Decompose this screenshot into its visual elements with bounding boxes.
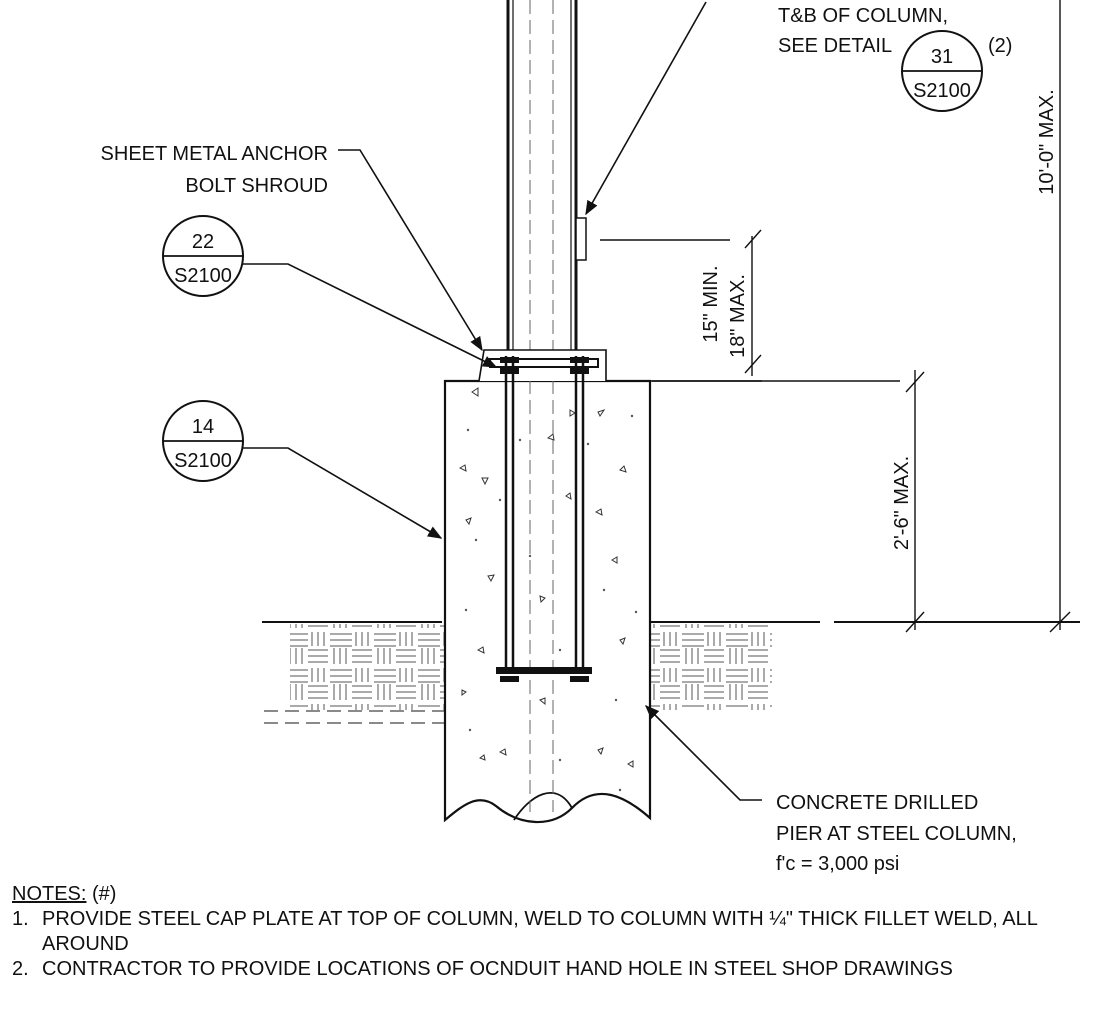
pier-label-line1: CONCRETE DRILLED bbox=[776, 792, 978, 814]
notes-ref-marker: (#) bbox=[86, 883, 117, 905]
pier-label-line2: PIER AT STEEL COLUMN, bbox=[776, 823, 1017, 845]
notes-title: NOTES: bbox=[12, 883, 87, 905]
tb-column-label-line1: T&B OF COLUMN, bbox=[778, 5, 948, 27]
steel-column bbox=[506, 0, 587, 812]
note-text: CONTRACTOR TO PROVIDE LOCATIONS OF OCNDU… bbox=[42, 958, 953, 980]
dim-10ft-max: 10'-0" MAX. bbox=[1036, 89, 1058, 194]
bubble-22-sheet: S2100 bbox=[174, 265, 232, 287]
note-item: 1. PROVIDE STEEL CAP PLATE AT TOP OF COL… bbox=[12, 907, 1102, 957]
detail-bubble-22[interactable]: 22 S2100 bbox=[162, 215, 244, 297]
bubble-14-sheet: S2100 bbox=[174, 450, 232, 472]
note-number: 2. bbox=[12, 958, 29, 980]
notes-header: NOTES: (#) bbox=[12, 882, 1102, 907]
dim-18in-max: 18" MAX. bbox=[727, 274, 749, 358]
dimension-lines bbox=[600, 0, 1071, 633]
leader-lines bbox=[234, 1, 762, 801]
bubble-14-number: 14 bbox=[192, 416, 214, 438]
notes-section: NOTES: (#) 1. PROVIDE STEEL CAP PLATE AT… bbox=[12, 882, 1102, 982]
soil-hatch bbox=[262, 621, 1080, 710]
shroud-label-line1: SHEET METAL ANCHOR bbox=[101, 143, 328, 165]
bubble-22-number: 22 bbox=[192, 231, 214, 253]
detail-bubble-14[interactable]: 14 S2100 bbox=[162, 400, 244, 482]
pier-label-line3: f'c = 3,000 psi bbox=[776, 853, 899, 875]
dim-15in-min: 15" MIN. bbox=[700, 265, 722, 342]
note-item: 2. CONTRACTOR TO PROVIDE LOCATIONS OF OC… bbox=[12, 957, 1102, 982]
shroud-label-line2: BOLT SHROUD bbox=[185, 175, 328, 197]
note-text: PROVIDE STEEL CAP PLATE AT TOP OF COLUMN… bbox=[42, 908, 1038, 955]
bubble-31-sheet: S2100 bbox=[913, 80, 971, 102]
detail-bubble-31[interactable]: 31 S2100 bbox=[901, 30, 983, 112]
base-plate-assembly bbox=[478, 349, 607, 682]
note-number: 1. bbox=[12, 908, 29, 930]
tb-column-ref-note: (2) bbox=[988, 35, 1012, 57]
dim-2ft6in-max: 2'-6" MAX. bbox=[891, 456, 913, 550]
tb-column-label-line2: SEE DETAIL bbox=[778, 35, 892, 57]
concrete-pier bbox=[443, 379, 652, 824]
bubble-31-number: 31 bbox=[931, 46, 953, 68]
